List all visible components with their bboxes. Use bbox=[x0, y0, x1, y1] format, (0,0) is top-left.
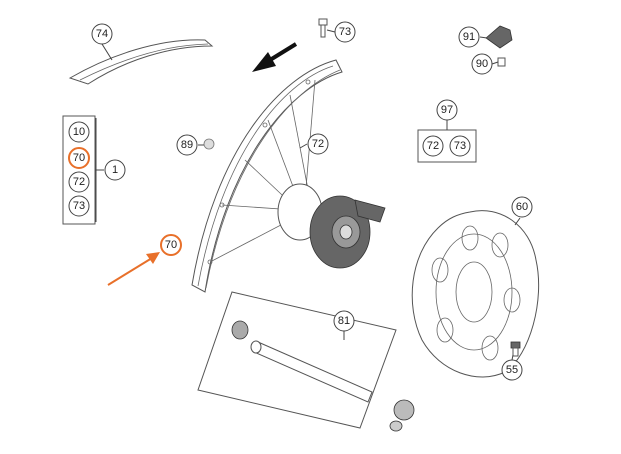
svg-text:74: 74 bbox=[96, 28, 108, 40]
callout-73-top: 73 bbox=[334, 21, 356, 43]
callout-81: 81 bbox=[333, 310, 355, 332]
callout-74: 74 bbox=[91, 23, 113, 45]
ball-part bbox=[203, 138, 215, 150]
wheel-rim bbox=[191, 59, 343, 293]
callout-91: 91 bbox=[458, 26, 480, 48]
bolt-part bbox=[318, 18, 328, 38]
callout-97: 97 bbox=[436, 99, 458, 121]
svg-text:90: 90 bbox=[476, 58, 488, 70]
callout-73-list: 73 bbox=[68, 195, 90, 217]
rotation-arrow-icon bbox=[252, 42, 298, 72]
svg-text:73: 73 bbox=[339, 26, 351, 38]
callout-73-group: 73 bbox=[449, 135, 471, 157]
callout-55: 55 bbox=[501, 359, 523, 381]
callout-72-group: 72 bbox=[422, 135, 444, 157]
callout-10: 10 bbox=[68, 121, 90, 143]
leader-lines bbox=[95, 29, 521, 361]
svg-text:89: 89 bbox=[181, 139, 193, 151]
svg-text:70: 70 bbox=[165, 239, 177, 251]
callout-1: 1 bbox=[104, 159, 126, 181]
fender-part bbox=[68, 39, 214, 85]
callout-72-list: 72 bbox=[68, 171, 90, 193]
svg-text:72: 72 bbox=[312, 138, 324, 150]
svg-text:91: 91 bbox=[463, 31, 475, 43]
brake-disc bbox=[411, 210, 540, 378]
valve-part bbox=[485, 25, 513, 67]
svg-text:73: 73 bbox=[454, 140, 466, 152]
callout-72-rim: 72 bbox=[307, 133, 329, 155]
callout-90: 90 bbox=[471, 53, 493, 75]
screw-part bbox=[510, 341, 521, 357]
callout-89: 89 bbox=[176, 134, 198, 156]
svg-text:72: 72 bbox=[427, 140, 439, 152]
wheel-hub bbox=[277, 183, 386, 269]
svg-text:97: 97 bbox=[441, 104, 453, 116]
svg-text:1: 1 bbox=[112, 164, 118, 176]
svg-text:73: 73 bbox=[73, 200, 85, 212]
svg-text:60: 60 bbox=[516, 201, 528, 213]
highlight-arrow-icon bbox=[107, 252, 160, 286]
svg-text:72: 72 bbox=[73, 176, 85, 188]
svg-text:81: 81 bbox=[338, 315, 350, 327]
axle-kit bbox=[197, 291, 415, 432]
callout-70-list-highlighted: 70 bbox=[68, 147, 90, 169]
svg-text:10: 10 bbox=[73, 126, 85, 138]
callout-70-rim-highlighted: 70 bbox=[160, 234, 182, 256]
svg-text:55: 55 bbox=[506, 364, 518, 376]
callout-60: 60 bbox=[511, 196, 533, 218]
svg-text:70: 70 bbox=[73, 152, 85, 164]
